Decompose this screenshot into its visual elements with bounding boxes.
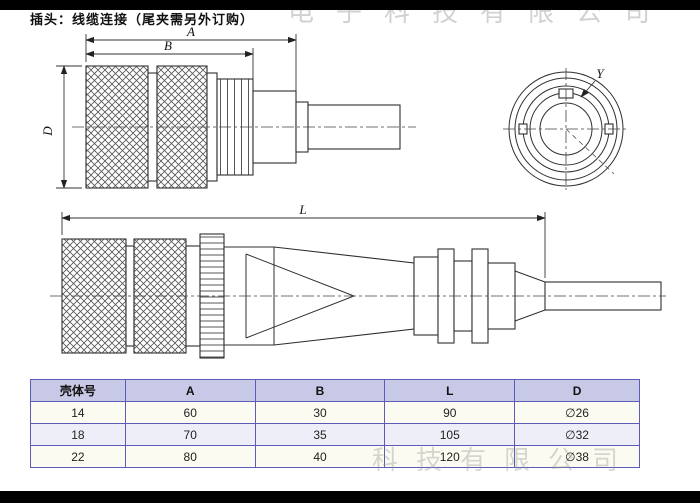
dimension-b: B bbox=[85, 38, 254, 87]
dim-y-label: Y bbox=[596, 66, 605, 81]
dimension-a: A bbox=[85, 24, 297, 98]
cell-d: ∅26 bbox=[514, 401, 640, 424]
dim-l-label: L bbox=[298, 202, 306, 217]
cell-l: 105 bbox=[384, 423, 516, 446]
cell-b: 40 bbox=[254, 445, 386, 468]
col-header-d: D bbox=[514, 379, 640, 402]
page-title: 插头：线缆连接（尾夹需另外订购） bbox=[30, 12, 255, 27]
cable-assembly-side-view: L bbox=[50, 202, 666, 359]
table-row: 18 70 35 105 ∅32 bbox=[30, 423, 640, 446]
col-header-l: L bbox=[384, 379, 516, 402]
cell-shell: 14 bbox=[30, 401, 126, 424]
cell-a: 60 bbox=[124, 401, 256, 424]
dimension-d: D bbox=[40, 65, 82, 189]
table-header-row: 壳体号 A B L D bbox=[30, 379, 640, 402]
cell-shell: 18 bbox=[30, 423, 126, 446]
cell-d: ∅38 bbox=[514, 445, 640, 468]
dimension-y: Y bbox=[580, 66, 605, 98]
bottom-letterbox-bar bbox=[0, 491, 700, 503]
dim-d-label: D bbox=[40, 126, 55, 137]
cell-l: 90 bbox=[384, 401, 516, 424]
col-header-shell: 壳体号 bbox=[30, 379, 126, 402]
col-header-a: A bbox=[124, 379, 256, 402]
top-letterbox-bar bbox=[0, 0, 700, 10]
table-row: 22 80 40 120 ∅38 bbox=[30, 445, 640, 468]
dimension-table: 壳体号 A B L D 14 60 30 90 ∅26 18 70 35 105… bbox=[30, 379, 640, 468]
cell-b: 35 bbox=[254, 423, 386, 446]
cell-l: 120 bbox=[384, 445, 516, 468]
dim-b-label: B bbox=[164, 38, 172, 53]
table-row: 14 60 30 90 ∅26 bbox=[30, 401, 640, 424]
cell-shell: 22 bbox=[30, 445, 126, 468]
plug-front-view: Y bbox=[503, 66, 629, 190]
strain-relief-taper bbox=[514, 270, 546, 322]
cell-a: 70 bbox=[124, 423, 256, 446]
dimension-l: L bbox=[61, 202, 546, 278]
plug-side-view: A B D bbox=[40, 24, 416, 189]
cell-d: ∅32 bbox=[514, 423, 640, 446]
cell-b: 30 bbox=[254, 401, 386, 424]
col-header-b: B bbox=[254, 379, 386, 402]
angle-reference-line bbox=[565, 128, 615, 175]
cell-a: 80 bbox=[124, 445, 256, 468]
dim-a-label: A bbox=[186, 24, 195, 39]
